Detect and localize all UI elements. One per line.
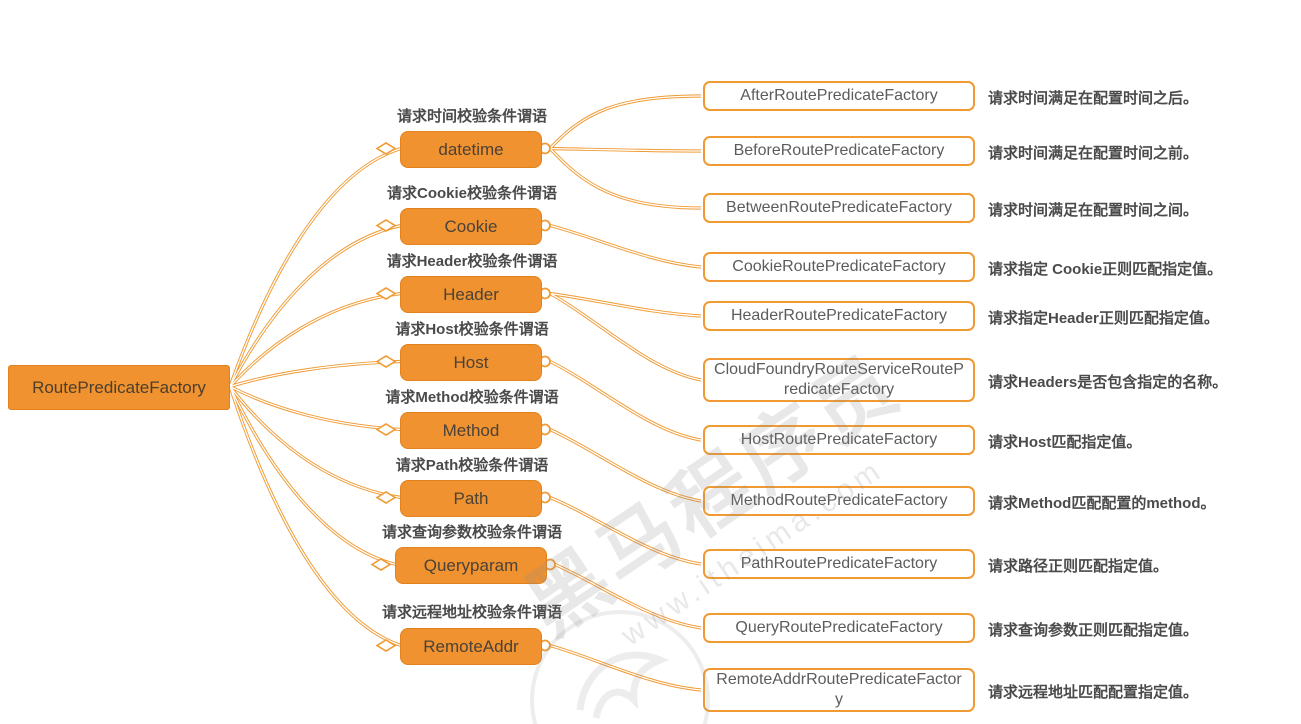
desc-header: 请求指定Header正则匹配指定值。 (988, 310, 1219, 327)
factory-cloudfoundry: CloudFoundryRouteServiceRoutePredicateFa… (703, 358, 975, 402)
desc-host: 请求Host匹配指定值。 (988, 434, 1142, 451)
desc-after: 请求时间满足在配置时间之后。 (988, 90, 1199, 107)
node-queryparam: Queryparam (395, 547, 547, 584)
root-node-label: RoutePredicateFactory (32, 377, 206, 397)
node-remoteaddr: RemoteAddr (400, 628, 542, 665)
factory-between: BetweenRoutePredicateFactory (703, 193, 975, 223)
factory-remoteaddr: RemoteAddrRoutePredicateFactory (703, 668, 975, 712)
branch-label-remoteaddr: 请求远程地址校验条件谓语 (381, 604, 563, 621)
root-node: RoutePredicateFactory (8, 365, 230, 410)
factory-after: AfterRoutePredicateFactory (703, 81, 975, 111)
factory-method: MethodRoutePredicateFactory (703, 486, 975, 516)
node-path: Path (400, 480, 542, 517)
factory-before: BeforeRoutePredicateFactory (703, 136, 975, 166)
factory-header: HeaderRoutePredicateFactory (703, 301, 975, 331)
desc-cloudfoundry: 请求Headers是否包含指定的名称。 (988, 374, 1228, 391)
factory-host: HostRoutePredicateFactory (703, 425, 975, 455)
factory-path: PathRoutePredicateFactory (703, 549, 975, 579)
desc-method: 请求Method匹配配置的method。 (988, 495, 1216, 512)
branch-label-datetime: 请求时间校验条件谓语 (396, 108, 548, 125)
desc-cookie: 请求指定 Cookie正则匹配指定值。 (988, 261, 1223, 278)
desc-before: 请求时间满足在配置时间之前。 (988, 145, 1199, 162)
node-datetime: datetime (400, 131, 542, 168)
node-host: Host (400, 344, 542, 381)
desc-query: 请求查询参数正则匹配指定值。 (988, 622, 1199, 639)
desc-remoteaddr: 请求远程地址匹配配置指定值。 (988, 684, 1199, 701)
desc-between: 请求时间满足在配置时间之间。 (988, 202, 1199, 219)
node-cookie: Cookie (400, 208, 542, 245)
desc-path: 请求路径正则匹配指定值。 (988, 558, 1169, 575)
branch-label-cookie: 请求Cookie校验条件谓语 (386, 185, 558, 202)
node-method: Method (400, 412, 542, 449)
diamond-connectors (370, 142, 397, 652)
branch-label-host: 请求Host校验条件谓语 (395, 321, 549, 338)
node-header: Header (400, 276, 542, 313)
branch-label-header: 请求Header校验条件谓语 (386, 253, 558, 270)
factory-cookie: CookieRoutePredicateFactory (703, 252, 975, 282)
factory-query: QueryRoutePredicateFactory (703, 613, 975, 643)
branch-label-path: 请求Path校验条件谓语 (395, 457, 549, 474)
wire-inner (229, 95, 702, 691)
branch-label-queryparam: 请求查询参数校验条件谓语 (381, 524, 563, 541)
branch-label-method: 请求Method校验条件谓语 (385, 389, 559, 406)
